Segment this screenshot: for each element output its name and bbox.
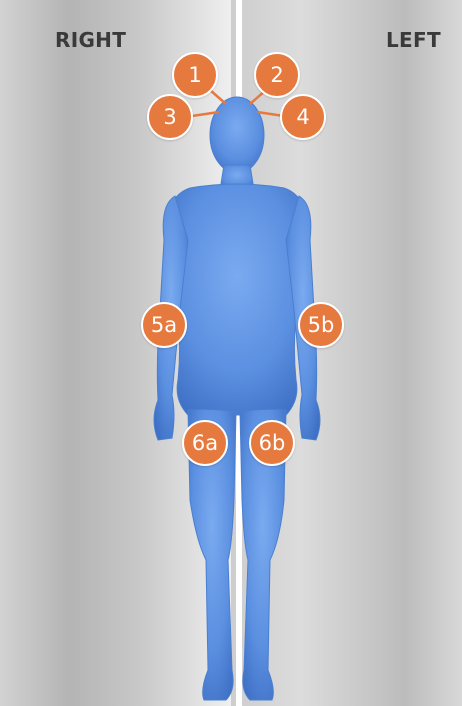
marker-6a[interactable]: 6a — [182, 420, 228, 466]
marker-5a[interactable]: 5a — [141, 302, 187, 348]
torso-shape — [166, 184, 308, 415]
marker-6b[interactable]: 6b — [249, 420, 295, 466]
marker-3[interactable]: 3 — [147, 94, 193, 140]
marker-5b[interactable]: 5b — [298, 302, 344, 348]
marker-4[interactable]: 4 — [280, 94, 326, 140]
leader-line-1 — [210, 90, 226, 104]
marker-1[interactable]: 1 — [172, 52, 218, 98]
marker-2[interactable]: 2 — [254, 52, 300, 98]
head-shape — [210, 97, 264, 173]
